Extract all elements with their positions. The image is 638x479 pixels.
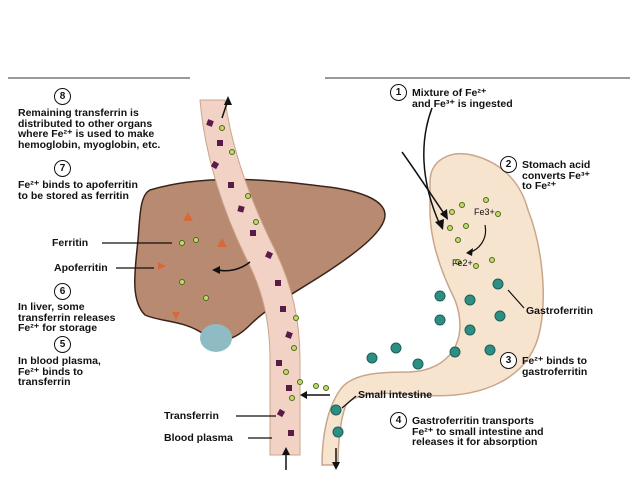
gastroferritin-dot (494, 310, 506, 322)
gastroferritin-dot (464, 324, 476, 336)
ingestion-arrowhead-1 (435, 219, 444, 230)
leader-gastroferritin (507, 289, 525, 309)
gastroferritin-dot (330, 404, 342, 416)
iron-ion (473, 263, 479, 269)
transferrin-square (250, 230, 256, 236)
step-2-text: Stomach acid converts Fe³⁺ to Fe²⁺ (522, 159, 591, 192)
iron-ion (179, 279, 185, 285)
iron-ion (219, 125, 225, 131)
label-transferrin: Transferrin (164, 410, 219, 422)
transferrin-square (206, 119, 214, 127)
gallbladder (200, 324, 232, 352)
ingestion-arrow-2 (401, 151, 446, 216)
gastroferritin-dot (464, 294, 476, 306)
label-fe2-in-stomach: Fe2+ (452, 258, 473, 268)
liver-release-arrowhead (212, 266, 220, 274)
iron-ion (203, 295, 209, 301)
liver-release-arrow (217, 261, 251, 272)
iron-ion (313, 383, 319, 389)
gastroferritin-dot (366, 352, 378, 364)
iron-ion (447, 225, 453, 231)
transferrin-square (280, 306, 286, 312)
iron-ion (323, 385, 329, 391)
step-7-number: 7 (54, 160, 71, 177)
ingestion-arrow-1 (423, 107, 441, 226)
iron-ion (291, 345, 297, 351)
ferritin-triangle (158, 262, 166, 270)
ferritin-triangle (183, 212, 193, 221)
transferrin-square (288, 430, 294, 436)
step-6-number: 6 (54, 283, 71, 300)
step-6-text: In liver, some transferrin releases Fe²⁺… (18, 301, 116, 334)
iron-ion (253, 219, 259, 225)
iron-ions (179, 125, 501, 401)
label-small-intestine: Small intestine (358, 389, 433, 401)
gastroferritin-dot (434, 314, 446, 326)
step-8-text: Remaining transferrin is distributed to … (18, 107, 161, 151)
transferrin-squares (206, 119, 294, 436)
absorption-arrowhead (300, 391, 307, 399)
transferrin-square (275, 280, 281, 286)
gastroferritin-dot (412, 358, 424, 370)
ferritin-triangle (217, 238, 227, 247)
step-7-text: Fe²⁺ binds to apoferritin to be stored a… (18, 179, 138, 202)
transferrin-square (276, 408, 286, 418)
transferrin-square (228, 182, 234, 188)
gastroferritin-dot (492, 278, 504, 290)
label-apoferritin: Apoferritin (54, 262, 108, 274)
step-8-number: 8 (54, 88, 71, 105)
transferrin-square (286, 385, 292, 391)
iron-ion (179, 240, 185, 246)
iron-ion (459, 202, 465, 208)
step-3-text: Fe²⁺ binds to gastroferritin (522, 355, 588, 378)
iron-ion (297, 379, 303, 385)
arrowhead-in-bottom (282, 447, 290, 455)
iron-ion (245, 193, 251, 199)
arrowhead-down-intestine (332, 462, 340, 470)
step-5-text: In blood plasma, Fe²⁺ binds to transferr… (18, 355, 101, 388)
label-blood-plasma: Blood plasma (164, 432, 233, 444)
ingestion-arrowhead-2 (440, 209, 448, 220)
iron-ion (289, 395, 295, 401)
transferrin-square (265, 251, 273, 259)
iron-ion (463, 223, 469, 229)
iron-ion (455, 259, 461, 265)
iron-ion (495, 211, 501, 217)
transferrin-square (237, 205, 245, 213)
gastroferritin-dot (390, 342, 402, 354)
step-3-number: 3 (500, 352, 517, 369)
step-2-number: 2 (500, 156, 517, 173)
transferrin-square (210, 160, 220, 170)
gastroferritin-dots (330, 278, 506, 438)
transferrin-square (217, 140, 223, 146)
iron-ion (449, 209, 455, 215)
iron-ion (293, 315, 299, 321)
label-fe3-in-stomach: Fe3+ (474, 207, 495, 217)
transferrin-square (276, 360, 282, 366)
iron-ion (283, 369, 289, 375)
step-4-text: Gastroferritin transports Fe²⁺ to small … (412, 415, 544, 448)
label-ferritin: Ferritin (52, 237, 89, 249)
gastroferritin-dot (434, 290, 446, 302)
ferritin-triangle (172, 312, 180, 320)
gastroferritin-dot (484, 344, 496, 356)
gastroferritin-dot (449, 346, 461, 358)
step-5-number: 5 (54, 336, 71, 353)
arrowhead-out-top (224, 96, 232, 105)
step-1-text: Mixture of Fe²⁺ and Fe³⁺ is ingested (412, 87, 513, 110)
label-gastroferritin: Gastroferritin (526, 305, 594, 317)
iron-ion (483, 197, 489, 203)
iron-ion (489, 257, 495, 263)
gastroferritin-dot (332, 426, 344, 438)
step-4-number: 4 (390, 412, 407, 429)
iron-ion (193, 237, 199, 243)
leader-small-intestine (341, 395, 357, 409)
iron-ion (229, 149, 235, 155)
conversion-arrowhead (466, 248, 473, 256)
transferrin-square (285, 331, 293, 339)
step-1-number: 1 (390, 84, 407, 101)
iron-ion (455, 237, 461, 243)
